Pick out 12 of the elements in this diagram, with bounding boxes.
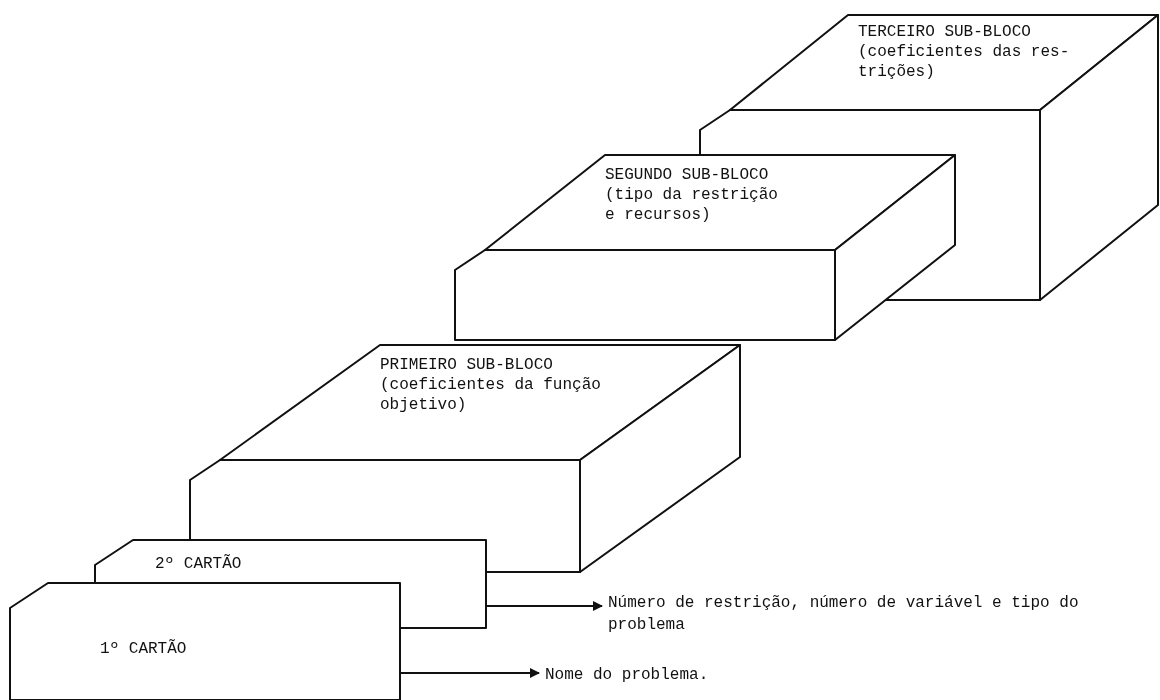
block-label: 1º CARTÃO (100, 639, 187, 659)
block-label: (tipo da restrição e recursos) (605, 185, 779, 225)
note-text: Número de restrição, número de variável e tipo do problema (608, 592, 1128, 636)
block-label: TERCEIRO SUB-BLOCO (858, 22, 1032, 42)
block-label: (coeficientes das res- trições) (858, 42, 1071, 82)
block-label: PRIMEIRO SUB-BLOCO (380, 355, 554, 375)
block-label: (coeficientes da função objetivo) (380, 375, 602, 415)
arrow (485, 601, 603, 611)
arrow (399, 668, 540, 678)
block-label: 2º CARTÃO (155, 554, 242, 574)
note-text: Nome do problema. (545, 664, 845, 686)
block-label: SEGUNDO SUB-BLOCO (605, 165, 770, 185)
